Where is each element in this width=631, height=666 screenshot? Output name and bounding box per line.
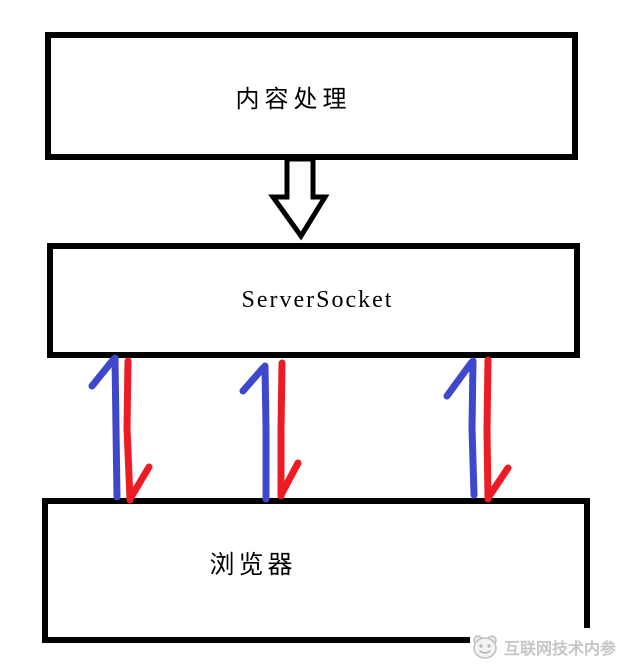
box-content-processing: 内容处理 — [45, 32, 578, 160]
up-arrow-stroke-3 — [443, 357, 478, 499]
box-browser: 浏览器 — [42, 498, 590, 643]
box-label-content-processing: 内容处理 — [235, 86, 352, 113]
down-arrow-stroke-2 — [277, 359, 302, 500]
box-label-server-socket: ServerSocket — [241, 287, 394, 313]
down-arrow-stroke-3 — [483, 356, 512, 503]
watermark: 互联网技术内参 — [470, 628, 631, 666]
box-label-browser: 浏览器 — [209, 551, 297, 579]
box-server-socket: ServerSocket — [47, 243, 580, 358]
face-logo-icon — [473, 635, 497, 659]
down-arrow-stroke-1 — [123, 357, 153, 504]
up-arrow-stroke-2 — [239, 362, 270, 503]
down-arrow-icon — [268, 156, 330, 241]
up-arrow-stroke-1 — [88, 354, 121, 501]
watermark-text: 互联网技术内参 — [504, 641, 617, 658]
